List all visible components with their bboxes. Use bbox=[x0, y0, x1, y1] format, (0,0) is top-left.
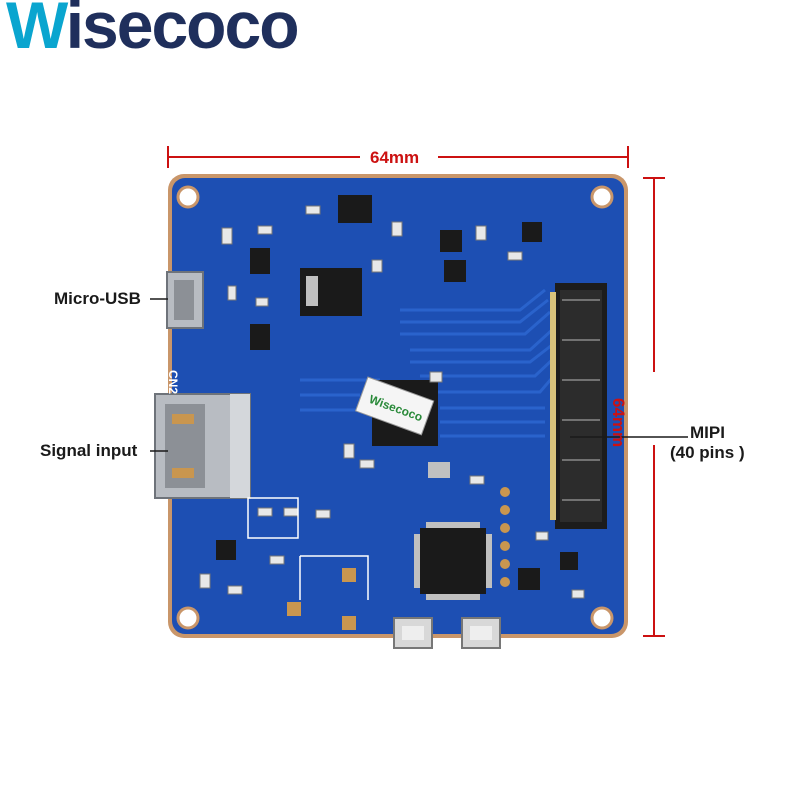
brand-logo: Wisecoco® bbox=[6, 0, 309, 58]
height-dimension-line bbox=[643, 177, 665, 637]
solder-pads bbox=[287, 568, 356, 630]
height-dimension-label: 64mm bbox=[609, 398, 628, 448]
width-dimension-line bbox=[167, 146, 629, 168]
test-pads bbox=[500, 487, 510, 587]
silkscreen-outlines bbox=[247, 497, 369, 600]
mipi-label: MIPI bbox=[690, 423, 725, 442]
silkscreen-cn2: CN2 bbox=[166, 370, 180, 395]
pcb-traces bbox=[300, 288, 554, 438]
small-components bbox=[216, 195, 578, 590]
brand-logo-rest: isecoco bbox=[65, 0, 300, 62]
main-ic bbox=[414, 522, 492, 600]
callout-leaders bbox=[150, 298, 688, 452]
chip-sticker bbox=[354, 376, 435, 436]
micro-usb-connector bbox=[166, 271, 204, 329]
brand-logo-initial: W bbox=[6, 0, 68, 62]
mipi-connector bbox=[550, 283, 607, 529]
mipi-pins-label: (40 pins ) bbox=[670, 443, 745, 462]
passive-components bbox=[199, 205, 585, 599]
tactile-buttons bbox=[393, 617, 501, 649]
micro-usb-label: Micro-USB bbox=[54, 289, 141, 308]
signal-input-label: Signal input bbox=[40, 441, 138, 460]
hdmi-connector bbox=[154, 393, 251, 499]
width-dimension-label: 64mm bbox=[370, 148, 420, 167]
voltage-regulator bbox=[300, 268, 362, 316]
mounting-holes bbox=[176, 185, 614, 630]
